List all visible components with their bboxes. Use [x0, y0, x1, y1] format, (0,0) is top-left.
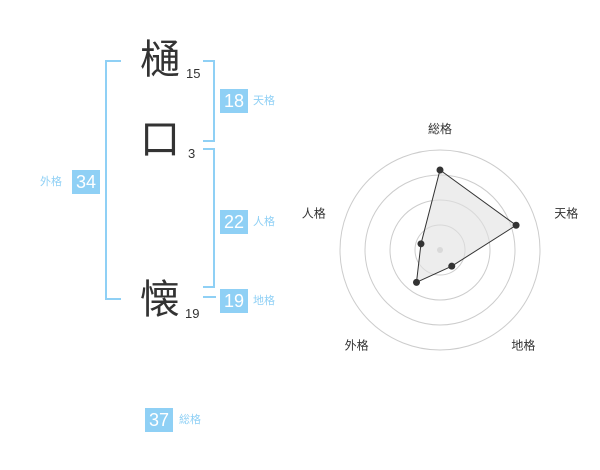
jinkaku-label: 人格 [253, 215, 275, 228]
stroke-count-1: 15 [186, 66, 201, 81]
radar-point-1 [436, 166, 444, 174]
radar-point-3 [448, 262, 456, 270]
gaikaku-label: 外格 [40, 175, 62, 188]
gaikaku-value: 34 [72, 170, 100, 194]
jinkaku-value: 22 [220, 210, 248, 234]
stroke-count-3: 19 [185, 306, 200, 321]
radar-point-2 [512, 221, 520, 229]
radar-point-4 [412, 278, 420, 286]
chikaku-label: 地格 [253, 294, 275, 307]
gaikaku-bracket [105, 60, 121, 300]
tenkaku-label: 天格 [253, 94, 275, 107]
tenkaku-value: 18 [220, 89, 248, 113]
radar-axis-label-3: 地格 [511, 337, 535, 352]
radar-point-5 [417, 240, 425, 248]
name-char-1: 樋 [140, 37, 180, 83]
radar-axis-label-5: 人格 [302, 206, 326, 221]
name-char-3: 懐 [140, 277, 180, 323]
radar-ring [339, 149, 541, 351]
chikaku-value: 19 [220, 289, 248, 313]
tenkaku-bracket [203, 60, 215, 142]
stroke-count-2: 3 [188, 146, 196, 161]
radar-axis-label-4: 外格 [345, 337, 369, 352]
name-char-2: 口 [140, 117, 180, 163]
chikaku-connector [203, 296, 216, 298]
radar-series-shape [415, 169, 517, 284]
radar-axis-label-1: 総格 [428, 121, 452, 136]
soukaku-label: 総格 [179, 413, 201, 426]
soukaku-value: 37 [145, 408, 173, 432]
jinkaku-bracket [203, 148, 215, 288]
radar-axis-label-2: 天格 [554, 206, 578, 221]
